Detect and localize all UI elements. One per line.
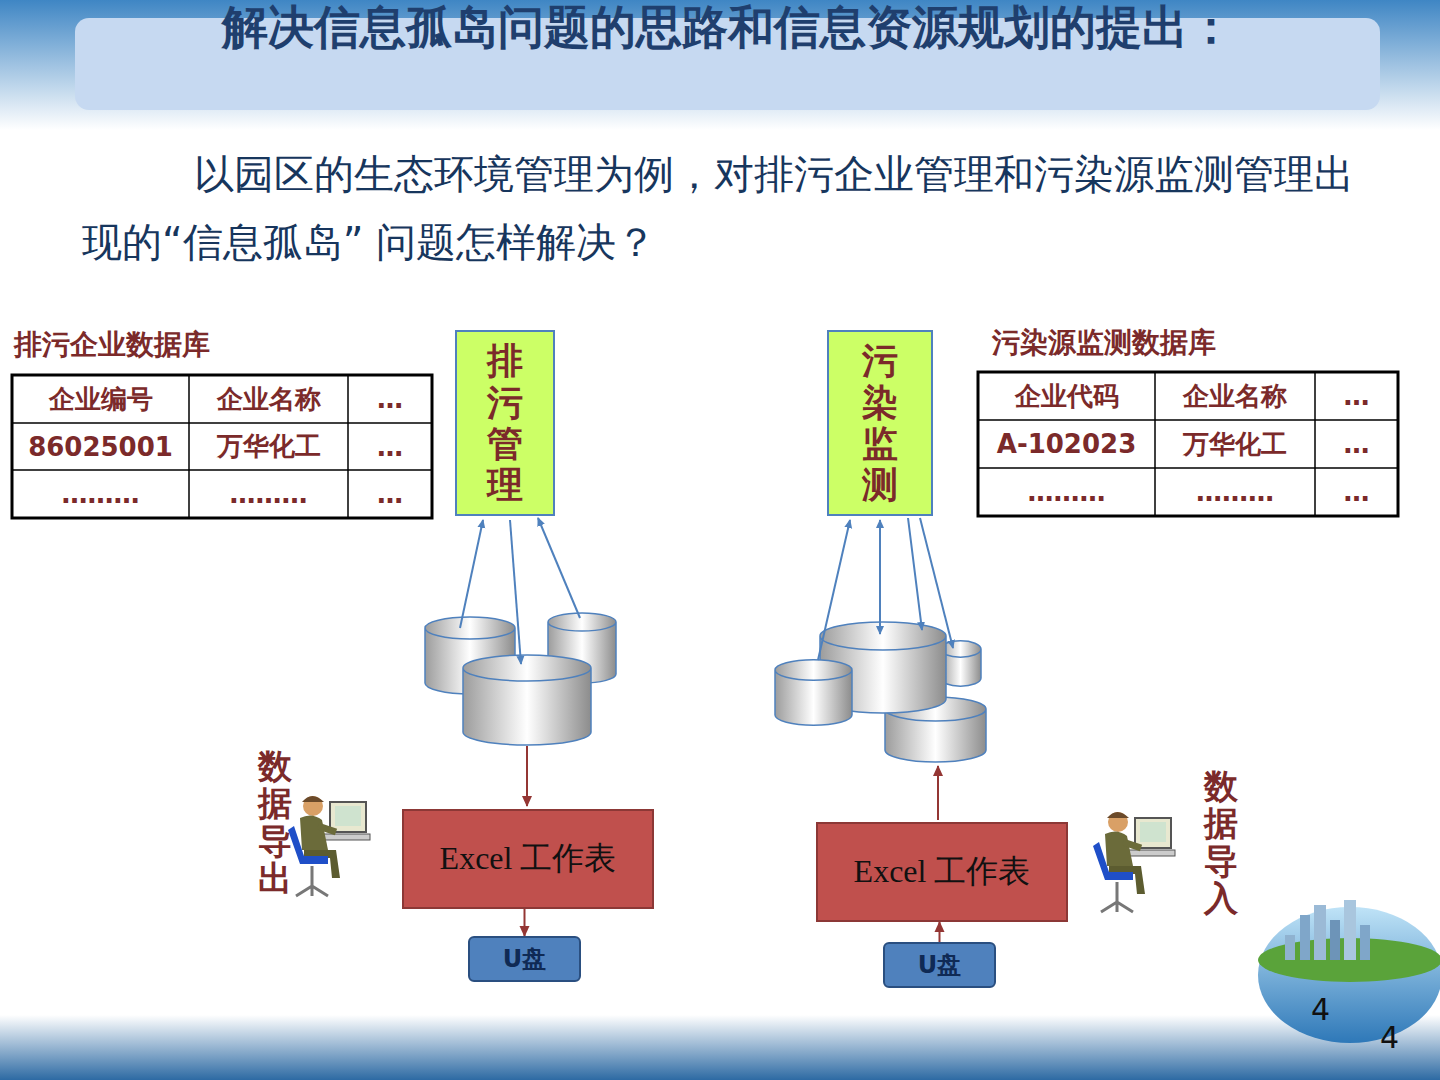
table-cell: 企业名称: [189, 375, 348, 423]
excel-sheet-box: Excel 工作表: [402, 809, 654, 909]
table-cell: 万华化工: [1155, 420, 1315, 468]
node-text: Excel 工作表: [440, 838, 617, 880]
table-cell: …: [1315, 420, 1398, 468]
table-cell: 企业编号: [12, 375, 189, 423]
table-cell: 企业代码: [978, 372, 1155, 420]
manage-box: 污染监测: [827, 330, 933, 516]
table-cell: 86025001: [12, 423, 189, 470]
action-label: 数据导入: [1204, 768, 1238, 918]
database-cylinders: [425, 613, 986, 762]
table-cell: …: [348, 470, 432, 518]
manage-box: 排污管理: [455, 330, 555, 516]
table-grid: [12, 372, 1398, 518]
table-cell: ………: [12, 470, 189, 518]
usb-drive-box: U盘: [883, 942, 996, 988]
table-cell: ………: [1155, 468, 1315, 516]
table-cell: 企业名称: [1155, 372, 1315, 420]
intro-text: 以园区的生态环境管理为例，对排污企业管理和污染源监测管理出现的“信息孤岛” 问题…: [82, 140, 1362, 276]
node-text: U盘: [918, 949, 962, 981]
node-text: U盘: [503, 943, 547, 975]
table-cell: …: [1315, 468, 1398, 516]
page-number: 4: [1380, 1020, 1399, 1055]
table-cell: 万华化工: [189, 423, 348, 470]
table-cell: ………: [189, 470, 348, 518]
slide-title: 解决信息孤岛问题的思路和信息资源规划的提出：: [95, 2, 1360, 53]
database-links: [460, 518, 953, 664]
table-cell: ………: [978, 468, 1155, 516]
operator-icon: [1093, 812, 1175, 912]
table-cell: A-102023: [978, 420, 1155, 468]
top-band: [0, 0, 1440, 130]
flow-arrow: [524, 909, 526, 936]
table-cell: …: [348, 375, 432, 423]
usb-drive-box: U盘: [468, 936, 581, 982]
bottom-band: [0, 1015, 1440, 1080]
flow-arrow: [939, 922, 941, 942]
operator-icon: [288, 796, 370, 896]
table-heading: 排污企业数据库: [14, 326, 210, 364]
table-heading: 污染源监测数据库: [992, 324, 1216, 362]
table-cell: …: [348, 423, 432, 470]
globe-city-illustration: [1258, 900, 1440, 1043]
table-cell: …: [1315, 372, 1398, 420]
node-text: Excel 工作表: [854, 851, 1031, 893]
node-text: 排污管理: [487, 340, 523, 506]
action-label: 数据导出: [258, 748, 292, 898]
page-number: 4: [1311, 992, 1330, 1027]
excel-sheet-box: Excel 工作表: [816, 822, 1068, 922]
node-text: 污染监测: [862, 340, 898, 506]
